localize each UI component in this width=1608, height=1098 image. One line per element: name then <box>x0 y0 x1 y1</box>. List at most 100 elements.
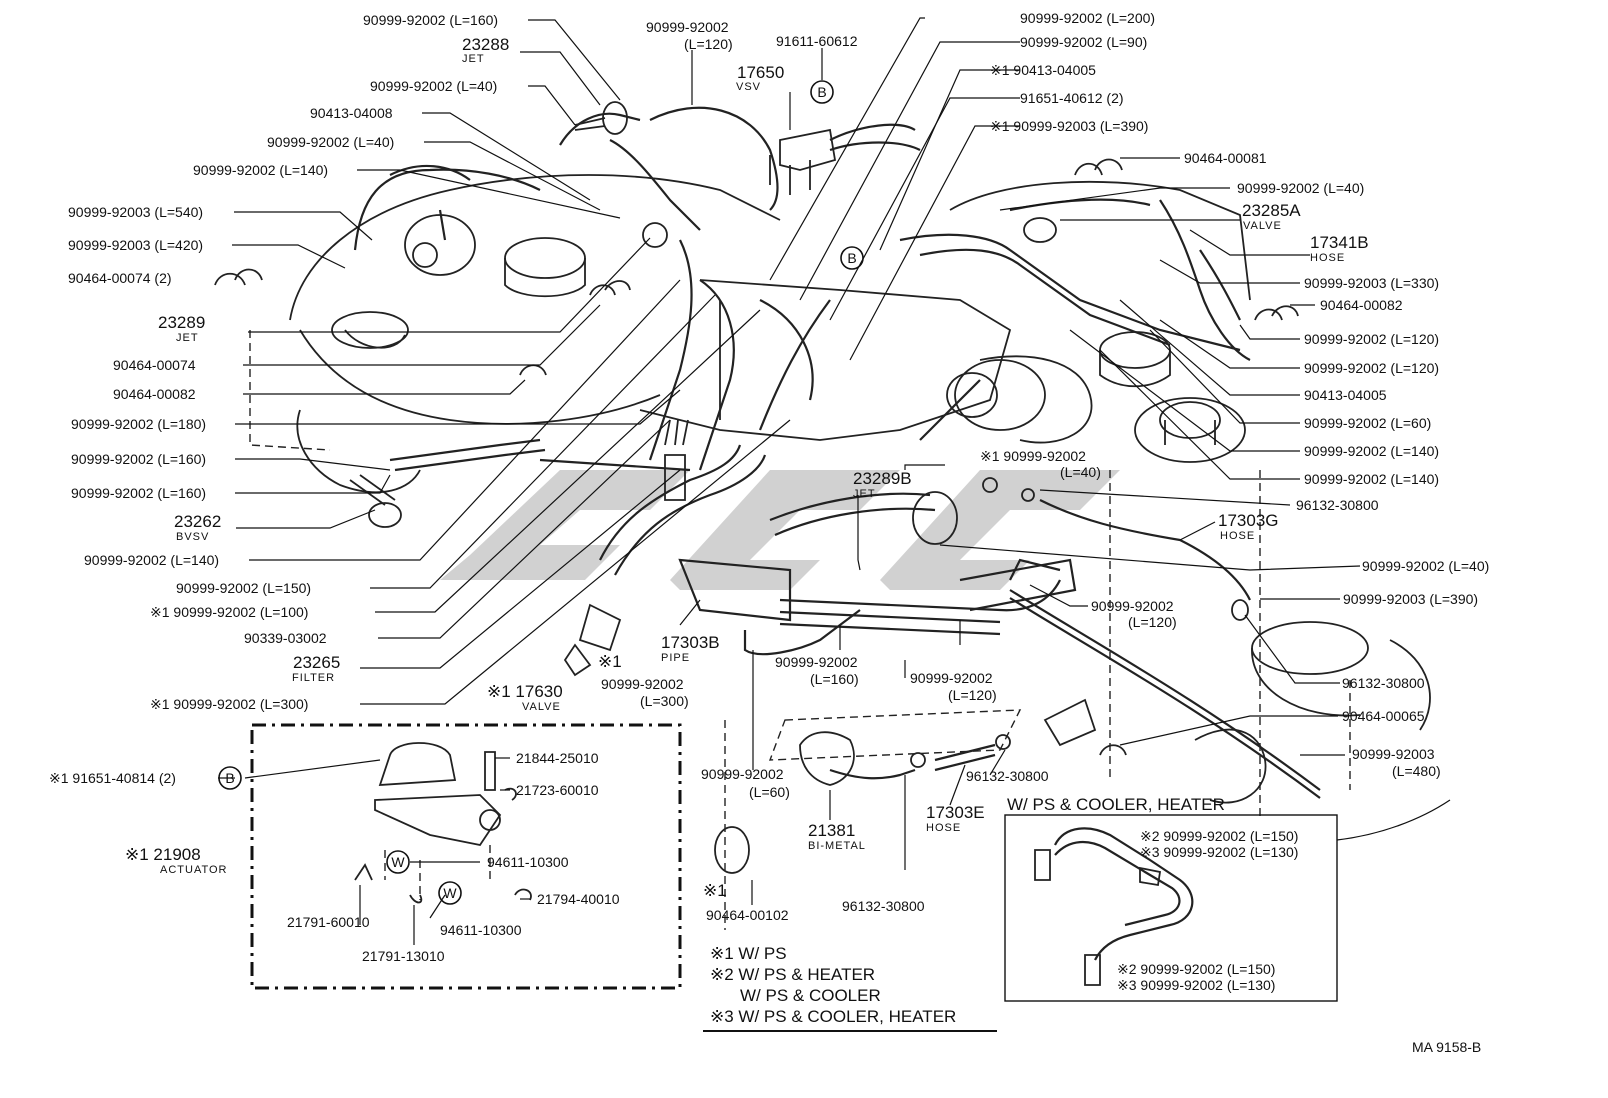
label-hose-l120-top: 90999-92002 <box>646 19 729 35</box>
part-labels: 90999-92002 (L=160) 90999-92002 (L=120) … <box>49 10 1489 993</box>
label-21791-a: 21791-60010 <box>287 914 370 930</box>
label-hose-l300-b-len: (L=300) <box>640 693 689 709</box>
label-17650: 17650 <box>737 63 784 82</box>
callout-b-top: B <box>817 84 826 100</box>
label-hose-l100: ※1 90999-92002 (L=100) <box>150 604 308 620</box>
label-17630: ※1 17630 <box>487 682 563 701</box>
callout-b-actuator: B <box>225 770 234 786</box>
label-90413-b: ※1 90413-04005 <box>990 62 1096 78</box>
label-21908-sub: ACTUATOR <box>160 864 228 876</box>
label-23289-sub: JET <box>176 332 199 344</box>
watermark-logo <box>440 470 1120 590</box>
label-hose-l160-b: 90999-92002 (L=160) <box>71 451 206 467</box>
legend: ※1 W/ PS ※2 W/ PS & HEATER W/ PS & COOLE… <box>703 944 997 1032</box>
callout-b-center: B <box>847 250 856 266</box>
label-clip-00065: 90464-00065 <box>1342 708 1425 724</box>
label-21908: ※1 21908 <box>125 845 201 864</box>
components <box>214 101 1299 874</box>
label-clip-00074: 90464-00074 <box>113 357 196 373</box>
label-21791-b: 21791-13010 <box>362 948 445 964</box>
label-96132-b: 96132-30800 <box>1342 675 1425 691</box>
label-hose-l120-a: 90999-92002 (L=120) <box>1304 331 1439 347</box>
label-hose-l300-b: 90999-92002 <box>601 676 684 692</box>
label-hose-l120-c: 90999-92002 <box>1091 598 1174 614</box>
legend-item-2: ※2 W/ PS & HEATER <box>710 965 875 984</box>
label-hose-l120-c-len: (L=120) <box>1128 614 1177 630</box>
label-91611: 91611-60612 <box>776 33 858 49</box>
label-17303b-sub: PIPE <box>661 652 690 664</box>
label-21381-sub: BI-METAL <box>808 840 866 852</box>
label-23285a: 23285A <box>1242 201 1301 220</box>
label-clip-00074-2: 90464-00074 (2) <box>68 270 172 286</box>
label-clip-00081: 90464-00081 <box>1184 150 1267 166</box>
label-hose-l40-d: ※1 90999-92002 <box>980 448 1086 464</box>
label-hose-l120-d-len: (L=120) <box>948 687 997 703</box>
leader-lines <box>218 17 1451 945</box>
label-hose-l300-a: ※1 90999-92002 (L=300) <box>150 696 308 712</box>
label-90339: 90339-03002 <box>244 630 327 646</box>
label-91651-b: ※1 91651-40814 (2) <box>49 770 176 786</box>
label-hose-l140-a: 90999-92002 (L=140) <box>193 162 328 178</box>
label-23285a-sub: VALVE <box>1243 220 1282 232</box>
label-hose-l60-a: 90999-92002 (L=60) <box>1304 415 1431 431</box>
label-23265: 23265 <box>293 653 340 672</box>
legend-item-4: ※3 W/ PS & COOLER, HEATER <box>710 1007 956 1026</box>
label-17341b-sub: HOSE <box>1310 252 1345 264</box>
vacuum-hoses <box>353 106 1321 799</box>
label-hose-l90: 90999-92002 (L=90) <box>1020 34 1147 50</box>
label-17303b: 17303B <box>661 633 720 652</box>
label-hose-l120-top-len: (L=120) <box>684 36 733 52</box>
label-17303g-sub: HOSE <box>1220 530 1255 542</box>
label-94611-a: 94611-10300 <box>487 854 569 870</box>
label-hose-l60-b: 90999-92002 <box>701 766 784 782</box>
drawing-number: MA 9158-B <box>1412 1039 1481 1055</box>
label-23288: 23288 <box>462 35 509 54</box>
label-hose-l140-c: 90999-92002 (L=140) <box>1304 443 1439 459</box>
inset-label-130-a: ※3 90999-92002 (L=130) <box>1140 844 1298 860</box>
label-hose-l420: 90999-92003 (L=420) <box>68 237 203 253</box>
label-23289b-sub: JET <box>853 488 876 500</box>
label-clip-00102: 90464-00102 <box>706 907 789 923</box>
legend-item-3: W/ PS & COOLER <box>740 986 881 1005</box>
inset-label-130-b: ※3 90999-92002 (L=130) <box>1117 977 1275 993</box>
label-clip-00082-a: 90464-00082 <box>113 386 196 402</box>
label-94611-b: 94611-10300 <box>440 922 522 938</box>
label-90413-a: 90413-04008 <box>310 105 393 121</box>
label-23262-sub: BVSV <box>176 531 209 543</box>
label-17630-sub: VALVE <box>522 701 561 713</box>
label-23262: 23262 <box>174 512 221 531</box>
label-21794: 21794-40010 <box>537 891 620 907</box>
label-17303g: 17303G <box>1218 511 1279 530</box>
label-21723: 21723-60010 <box>516 782 599 798</box>
inset-label-150-b: ※2 90999-92002 (L=150) <box>1117 961 1275 977</box>
actuator-inset-box <box>250 723 682 990</box>
callout-w-a: W <box>391 854 405 870</box>
label-hose-l390-a: ※1 90999-92003 (L=390) <box>990 118 1148 134</box>
label-hose-l160-d: 90999-92002 <box>775 654 858 670</box>
inset-label-150-a: ※2 90999-92002 (L=150) <box>1140 828 1298 844</box>
label-hose-l140-d: 90999-92002 (L=140) <box>1304 471 1439 487</box>
label-17341b: 17341B <box>1310 233 1369 252</box>
label-96132-c: 96132-30800 <box>966 768 1049 784</box>
label-clip-00102-x: ※1 <box>703 881 727 900</box>
label-91651: 91651-40612 (2) <box>1020 90 1124 106</box>
label-17303e-sub: HOSE <box>926 822 961 834</box>
label-hose-l480: 90999-92003 <box>1352 746 1435 762</box>
label-hose-l60-b-len: (L=60) <box>749 784 790 800</box>
label-23289b: 23289B <box>853 469 912 488</box>
label-hose-l160-c: 90999-92002 (L=160) <box>71 485 206 501</box>
inset-title: W/ PS & COOLER, HEATER <box>1007 795 1225 814</box>
label-hose-l120-d: 90999-92002 <box>910 670 993 686</box>
label-hose-l200: 90999-92002 (L=200) <box>1020 10 1155 26</box>
callout-w-b: W <box>443 885 457 901</box>
cooler-heater-inset <box>1004 814 1338 1002</box>
label-hose-l140-b: 90999-92002 (L=140) <box>84 552 219 568</box>
label-hose-l540: 90999-92003 (L=540) <box>68 204 203 220</box>
label-96132-a: 96132-30800 <box>1296 497 1379 513</box>
label-hose-l40-c: 90999-92002 (L=40) <box>1237 180 1364 196</box>
label-hose-l160-top: 90999-92002 (L=160) <box>363 12 498 28</box>
label-hose-l160-d-len: (L=160) <box>810 671 859 687</box>
label-21844: 21844-25010 <box>516 750 599 766</box>
label-90413-c: 90413-04005 <box>1304 387 1387 403</box>
